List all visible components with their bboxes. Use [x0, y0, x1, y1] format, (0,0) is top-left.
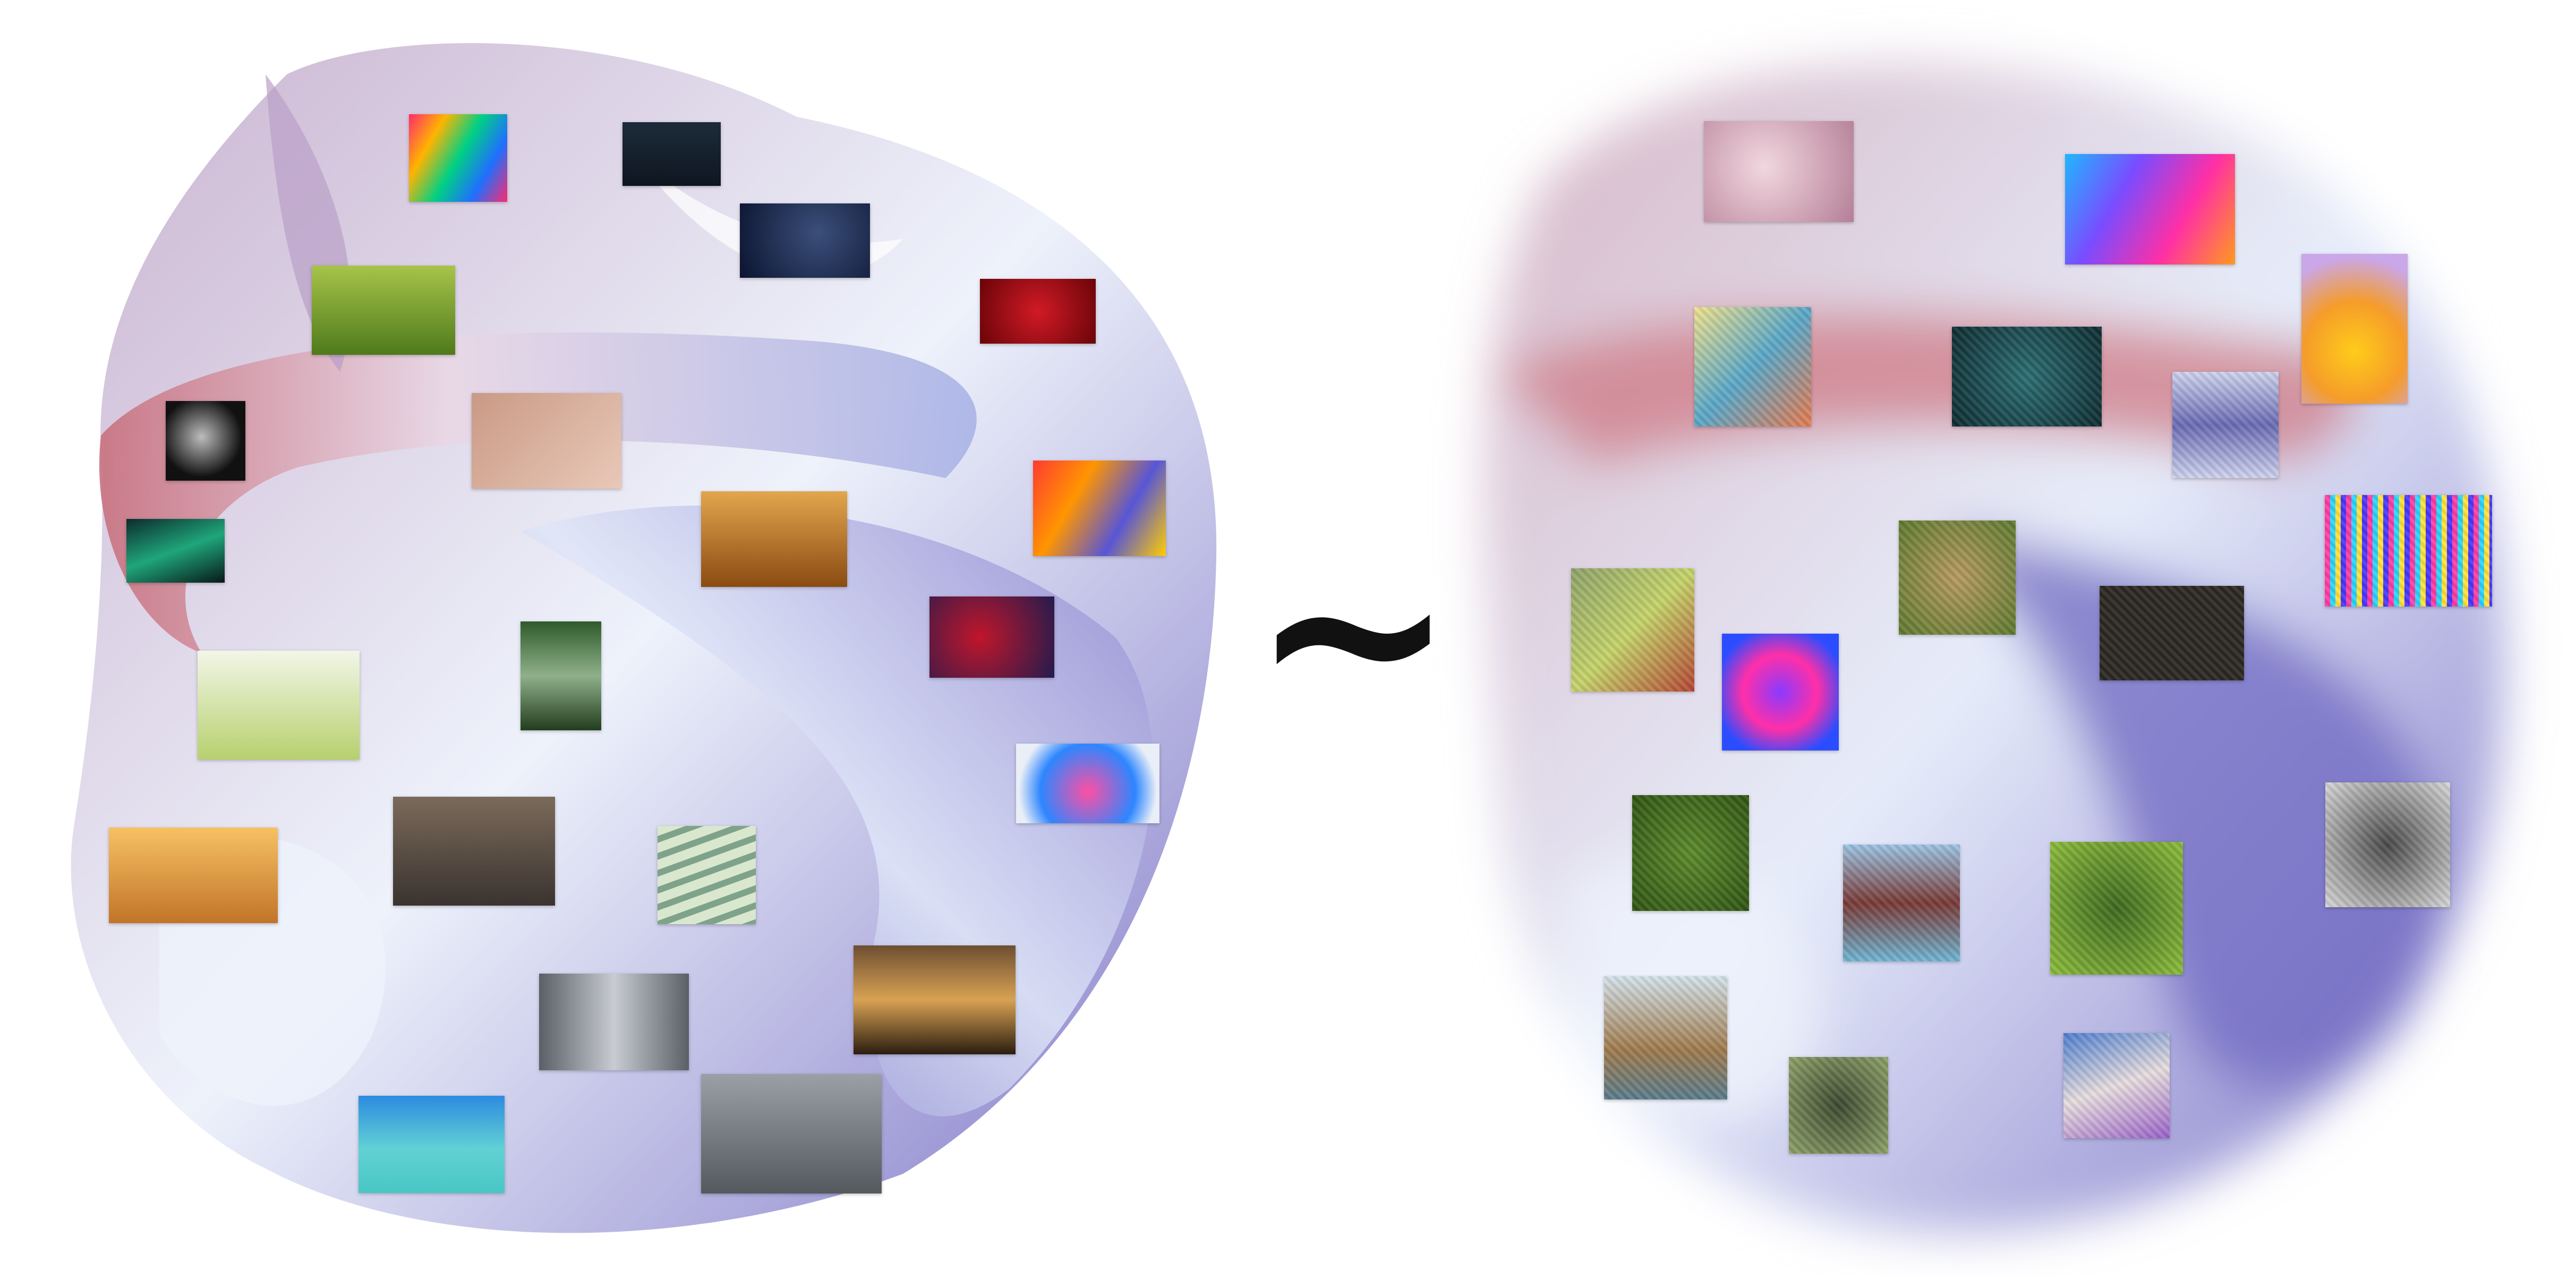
abstract-painting-image — [1694, 307, 1811, 427]
city-street-image — [539, 974, 689, 1070]
waterfall-forest-image — [521, 621, 601, 730]
lion-image — [701, 491, 847, 587]
approximately-symbol: ~ — [1251, 490, 1456, 774]
blurry-color-image — [1722, 634, 1839, 751]
woman-field-image — [198, 651, 360, 760]
generated-cat-image — [1899, 521, 2016, 635]
aurora-image — [126, 519, 225, 583]
color-paint-image — [1033, 461, 1166, 556]
louvre-pyramid-image — [854, 945, 1016, 1054]
parrots-image — [1571, 568, 1694, 692]
generated-dog-image — [1789, 1057, 1888, 1154]
abstract-swirl-image — [409, 114, 507, 202]
grass-texture-image — [1632, 795, 1749, 911]
chillon-castle-image — [701, 1074, 882, 1193]
data-manifold-panel — [0, 0, 1248, 1277]
generated-manifold-panel — [1408, 0, 2576, 1277]
bird-flying-image — [472, 393, 621, 489]
family-beach-sunset-image — [109, 828, 278, 923]
balloons-image — [1016, 744, 1159, 823]
generated-plane-image — [2063, 1033, 2170, 1138]
friends-couch-image — [393, 797, 555, 906]
yellow-gradient-image — [2301, 254, 2408, 404]
tropical-island-image — [359, 1096, 505, 1193]
wavy-texture-image — [658, 826, 756, 924]
pixel-noise-image — [2325, 495, 2492, 607]
meadow-sunlight-image — [312, 266, 455, 355]
berries-image — [929, 596, 1054, 678]
starfield-image — [2100, 586, 2244, 680]
teal-texture-image — [1952, 327, 2102, 427]
generated-bird-image — [2172, 372, 2279, 478]
green-animal-image — [2050, 842, 2183, 975]
bokeh-image — [1704, 121, 1854, 222]
generated-ship-image — [1843, 845, 1960, 961]
brain-scan-image — [166, 401, 245, 481]
city-night-image — [622, 122, 721, 186]
colorful-polygons-image — [2065, 154, 2235, 265]
red-cells-image — [980, 279, 1096, 344]
starry-sky-image — [740, 203, 870, 278]
sailing-ship-image — [1604, 976, 1727, 1099]
manifold-surface — [71, 43, 1217, 1233]
gray-clouds-image — [2325, 782, 2450, 907]
